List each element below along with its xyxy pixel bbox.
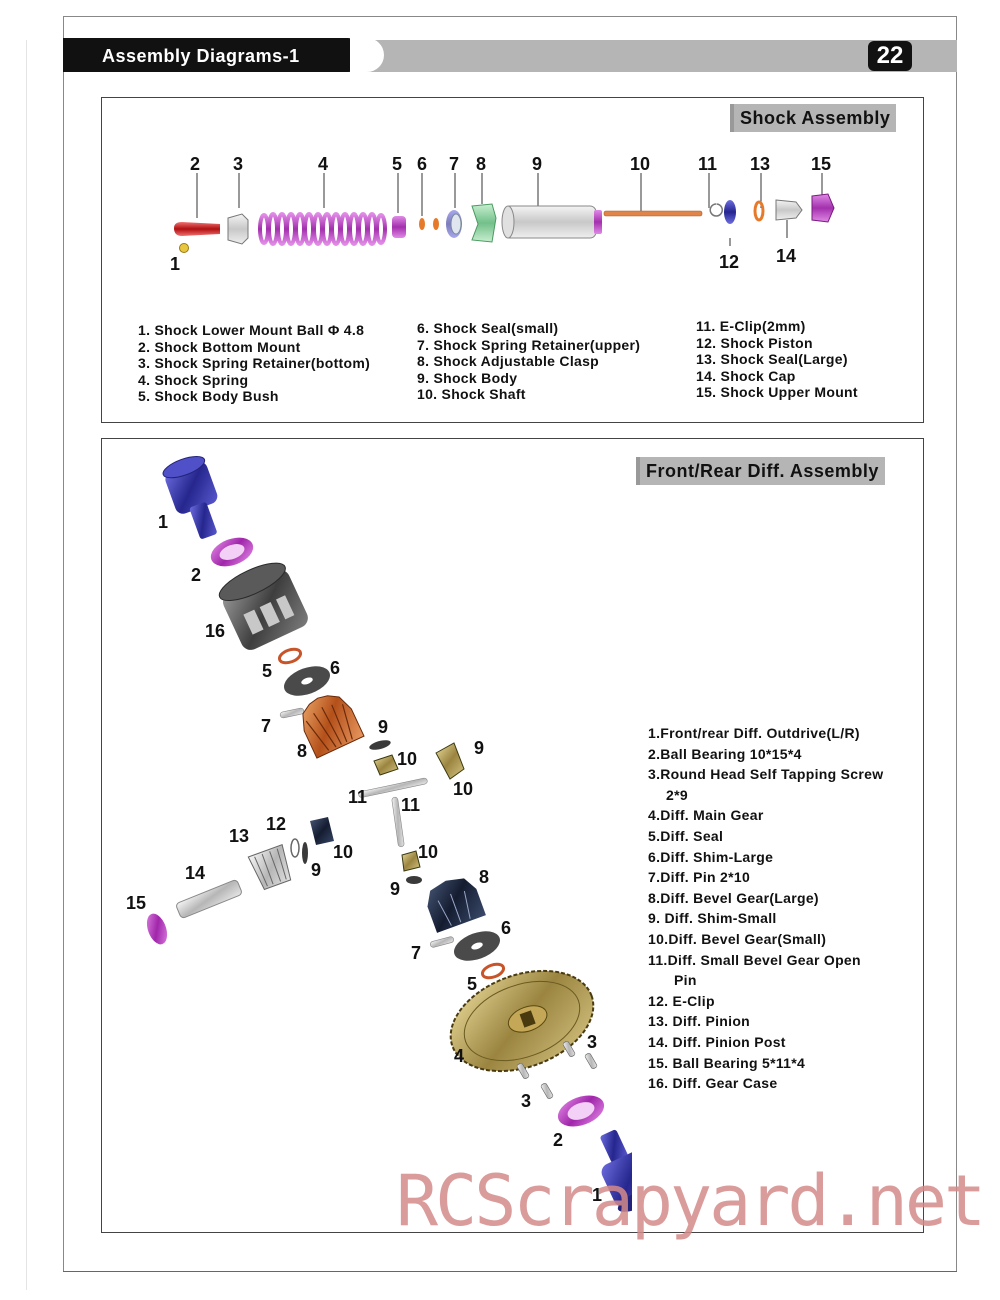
diff-callout-11-b: 11 xyxy=(401,795,420,815)
diff-callout-13: 13 xyxy=(229,826,249,846)
shock-parts-column-1: 1. Shock Lower Mount Ball Φ 4.8 2. Shock… xyxy=(138,322,370,405)
diff-callout-16: 16 xyxy=(205,621,225,641)
diff-part-11-cont: Pin xyxy=(674,972,697,989)
diff-callout-1-top: 1 xyxy=(158,512,168,532)
diff-part-4: 4.Diff. Main Gear xyxy=(648,807,764,824)
diff-part-12: 12. E-Clip xyxy=(648,992,715,1009)
diff-callout-10-a: 10 xyxy=(397,749,417,769)
diff-callout-8-bottom: 8 xyxy=(479,867,489,887)
diff-callout-7-bottom: 7 xyxy=(411,943,421,963)
shock-callout-15: 15 xyxy=(811,154,831,174)
diff-part-11: 11.Diff. Small Bevel Gear Open xyxy=(648,951,861,968)
shock-callout-4: 4 xyxy=(318,154,328,174)
shock-part-2: 2. Shock Bottom Mount xyxy=(138,338,301,355)
diff-callout-2-top: 2 xyxy=(191,565,201,585)
diff-part-9: 9. Diff. Shim-Small xyxy=(648,910,777,927)
page-number-badge: 22 xyxy=(868,41,912,71)
diff-callout-9-d: 9 xyxy=(390,879,400,899)
shock-assembly-panel: Shock Assembly xyxy=(101,97,924,423)
diff-assembly-panel: Front/Rear Diff. Assembly xyxy=(101,438,924,1233)
shock-callout-1: 1 xyxy=(170,254,180,274)
diff-callout-1-bottom: 1 xyxy=(592,1185,602,1205)
diff-exploded-diagram: 1 2 16 5 6 7 8 9 10 9 10 11 11 12 13 10 … xyxy=(126,455,632,1212)
diff-part-10: 10.Diff. Bevel Gear(Small) xyxy=(648,930,827,947)
diff-part-3-cont: 2*9 xyxy=(666,786,688,803)
diff-part-1: 1.Front/rear Diff. Outdrive(L/R) xyxy=(648,725,860,741)
diff-callout-3-a: 3 xyxy=(587,1032,597,1052)
diff-callout-5-top: 5 xyxy=(262,661,272,681)
shock-part-8: 8. Shock Adjustable Clasp xyxy=(417,353,600,369)
shock-callout-12: 12 xyxy=(719,252,739,272)
shock-part-9: 9. Shock Body xyxy=(417,369,518,386)
diff-callout-4: 4 xyxy=(454,1046,464,1066)
diff-callout-8-top: 8 xyxy=(297,741,307,761)
diff-part-13: 13. Diff. Pinion xyxy=(648,1013,751,1030)
diff-callout-14: 14 xyxy=(185,863,205,883)
page-title: Assembly Diagrams-1 xyxy=(102,46,300,66)
diff-callout-10-d: 10 xyxy=(418,842,438,862)
shock-part-1: 1. Shock Lower Mount Ball Φ 4.8 xyxy=(138,322,365,338)
header-tab xyxy=(63,38,365,72)
shock-callout-3: 3 xyxy=(233,154,243,174)
shock-part-11: 11. E-Clip(2mm) xyxy=(696,318,806,334)
diff-callout-10-b: 10 xyxy=(453,779,473,799)
diff-callout-6-bottom: 6 xyxy=(501,918,511,938)
diff-part-6: 6.Diff. Shim-Large xyxy=(648,848,774,865)
diff-callout-2-bottom: 2 xyxy=(553,1130,563,1150)
diff-callout-5-bottom: 5 xyxy=(467,974,477,994)
shock-parts-column-2: 6. Shock Seal(small) 7. Shock Spring Ret… xyxy=(417,320,640,403)
shock-callout-9: 9 xyxy=(532,154,542,174)
diff-callout-15: 15 xyxy=(126,893,146,913)
diff-callout-3-b: 3 xyxy=(521,1091,531,1111)
diff-part-3: 3.Round Head Self Tapping Screw xyxy=(648,766,884,783)
shock-callout-11: 11 xyxy=(698,154,717,174)
shock-callout-6: 6 xyxy=(417,154,427,174)
shock-part-3: 3. Shock Spring Retainer(bottom) xyxy=(138,355,371,371)
diff-part-7: 7.Diff. Pin 2*10 xyxy=(648,869,751,886)
diff-callout-9-b: 9 xyxy=(474,738,484,758)
shock-part-14: 14. Shock Cap xyxy=(696,367,796,384)
diff-callout-12: 12 xyxy=(266,814,286,834)
shock-part-12: 12. Shock Piston xyxy=(696,334,813,351)
header-tab-edge xyxy=(350,38,384,72)
diff-callout-9-c: 9 xyxy=(311,860,321,880)
watermark-text: RCScrapyard.net xyxy=(396,1160,986,1242)
diff-part-15: 15. Ball Bearing 5*11*4 xyxy=(648,1054,806,1071)
shock-part-4: 4. Shock Spring xyxy=(138,371,249,388)
diff-callout-10-c: 10 xyxy=(333,842,353,862)
diff-part-2: 2.Ball Bearing 10*15*4 xyxy=(648,745,802,762)
shock-callout-14: 14 xyxy=(776,246,796,266)
shock-part-5: 5. Shock Body Bush xyxy=(138,388,279,404)
shock-part-15: 15. Shock Upper Mount xyxy=(696,384,858,400)
diff-part-16: 16. Diff. Gear Case xyxy=(648,1075,778,1092)
diff-callout-6-top: 6 xyxy=(330,658,340,678)
diff-callout-11-a: 11 xyxy=(348,787,367,807)
diff-parts-list: 1.Front/rear Diff. Outdrive(L/R) 2.Ball … xyxy=(648,723,883,1094)
diff-part-14: 14. Diff. Pinion Post xyxy=(648,1033,786,1050)
page-frame xyxy=(63,16,957,1272)
shock-callout-5: 5 xyxy=(392,154,402,174)
diff-callout-7-top: 7 xyxy=(261,716,271,736)
shock-part-6: 6. Shock Seal(small) xyxy=(417,320,559,336)
shock-callout-10: 10 xyxy=(630,154,650,174)
shock-part-10: 10. Shock Shaft xyxy=(417,386,526,402)
diff-part-8: 8.Diff. Bevel Gear(Large) xyxy=(648,889,819,906)
shock-assembly-title: Shock Assembly xyxy=(734,104,897,132)
shock-callout-13: 13 xyxy=(750,154,770,174)
shock-callout-8: 8 xyxy=(476,154,486,174)
shock-part-13: 13. Shock Seal(Large) xyxy=(696,351,848,367)
diff-part-5: 5.Diff. Seal xyxy=(648,827,724,844)
shock-callout-7: 7 xyxy=(449,154,459,174)
shock-exploded-diagram: 2 3 4 5 6 7 8 9 10 11 13 15 1 12 14 xyxy=(170,154,835,274)
diff-assembly-title: Front/Rear Diff. Assembly xyxy=(640,457,885,485)
shock-part-7: 7. Shock Spring Retainer(upper) xyxy=(417,336,641,353)
shock-parts-column-3: 11. E-Clip(2mm) 12. Shock Piston 13. Sho… xyxy=(696,318,858,401)
diff-callout-9-a: 9 xyxy=(378,717,388,737)
shock-callout-2: 2 xyxy=(190,154,200,174)
left-margin-line xyxy=(26,40,27,1290)
